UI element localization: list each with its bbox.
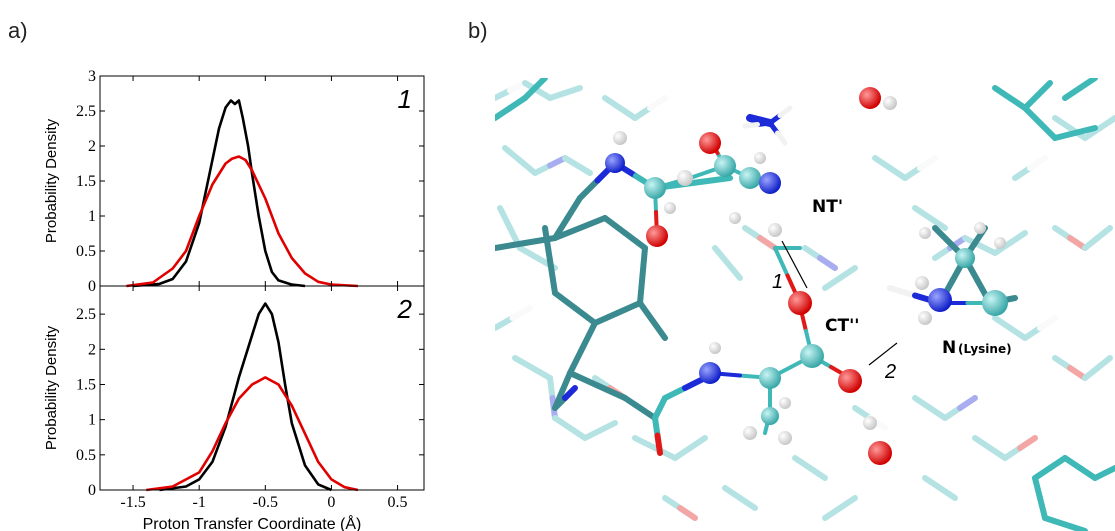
y-tick-label: 0 xyxy=(88,278,96,295)
x-tick-label: -0.5 xyxy=(253,494,278,511)
oxygen-atom xyxy=(838,369,862,393)
plot-frame xyxy=(99,285,425,491)
carbon-atom xyxy=(644,177,666,199)
n-label: N xyxy=(942,338,956,358)
hydrogen-atom xyxy=(974,222,986,234)
hydrogen-bond-lines xyxy=(781,240,898,366)
x-axis-label: Proton Transfer Coordinate (Å) xyxy=(143,514,362,531)
hydrogen-atom xyxy=(677,170,693,186)
nitrogen-atom xyxy=(759,172,781,194)
series-line-black xyxy=(159,302,332,492)
hydrogen-atom xyxy=(709,342,721,354)
hydrogen-atom xyxy=(863,416,877,430)
hydrogen-atom xyxy=(768,223,782,237)
hydrogen-atom xyxy=(915,276,929,290)
path-2-label: 2 xyxy=(884,361,896,383)
panel-number-label: 1 xyxy=(398,84,412,114)
series-line-red xyxy=(126,155,358,288)
hydrogen-atom xyxy=(729,212,741,224)
y-axis-label: Probability Density xyxy=(43,118,60,243)
carbon-atom xyxy=(739,167,761,189)
plot-frame xyxy=(99,75,425,287)
hydrogen-atom xyxy=(918,311,932,325)
y-tick-label: 1 xyxy=(88,412,96,429)
hydrogen-atom xyxy=(743,426,757,440)
y-axis-label: Probability Density xyxy=(43,325,60,450)
y-tick-label: 1 xyxy=(88,208,96,225)
path-1-label: 1 xyxy=(772,271,783,293)
series-line-black xyxy=(132,99,306,288)
nitrogen-atom xyxy=(699,362,721,384)
hydrogen-atom xyxy=(919,227,931,239)
hydrogen-atom xyxy=(754,152,766,164)
hydrogen-atom xyxy=(779,397,791,409)
y-tick-label: 0.5 xyxy=(76,243,96,260)
hydrogen-atom xyxy=(664,202,676,214)
x-tick-label: -1 xyxy=(193,494,206,511)
nt-label: NT' xyxy=(812,197,843,217)
y-tick-label: 0.5 xyxy=(76,447,96,464)
carbon-atom xyxy=(800,344,824,368)
y-tick-label: 1.5 xyxy=(76,173,96,190)
oxygen-atom xyxy=(646,225,668,247)
hydrogen-atom xyxy=(778,431,792,445)
nitrogen-atom xyxy=(605,153,625,173)
y-tick-label: 2 xyxy=(88,341,96,358)
carbon-atom xyxy=(759,367,781,389)
hydrogen-atom xyxy=(613,131,627,145)
y-tick-label: 1.5 xyxy=(76,376,96,393)
chart-panel-2: 0 0.5 1 1.5 2 2.5 -1.5 -1 -0.5 0 0.5 Probability De… xyxy=(43,285,425,531)
panel-a-label: a) xyxy=(8,18,28,43)
y-tick-label: 2.5 xyxy=(76,103,96,120)
atoms xyxy=(605,87,1008,465)
lysine-label: (Lysine) xyxy=(958,342,1012,356)
background-sticks xyxy=(495,80,1115,521)
x-tick-label: -1.5 xyxy=(120,494,145,511)
series-line-red xyxy=(146,376,359,492)
nitrogen-atom xyxy=(928,288,952,312)
y-tick-label: 3 xyxy=(88,68,96,85)
x-tick-label: 0 xyxy=(327,494,335,511)
y-tick-label: 2.5 xyxy=(76,306,96,323)
carbon-atom xyxy=(955,248,975,268)
panel-b-label: b) xyxy=(468,18,488,43)
oxygen-atom xyxy=(859,87,881,109)
panel-number-label: 2 xyxy=(397,294,413,324)
carbon-atom xyxy=(714,155,736,177)
carbon-atom xyxy=(761,407,779,425)
hydrogen-atom xyxy=(883,96,897,110)
ct-label: CT'' xyxy=(825,316,859,336)
hydrogen-atom xyxy=(994,237,1006,249)
oxygen-atom xyxy=(788,291,812,315)
oxygen-atom xyxy=(699,132,721,154)
oxygen-atom xyxy=(868,441,892,465)
x-tick-label: 0.5 xyxy=(388,494,408,511)
molecular-structure-image: NT' CT'' N (Lysine) 1 2 xyxy=(495,78,1115,531)
y-tick-label: 2 xyxy=(88,138,96,155)
carbon-atom xyxy=(982,290,1008,316)
y-tick-label: 0 xyxy=(88,482,96,499)
